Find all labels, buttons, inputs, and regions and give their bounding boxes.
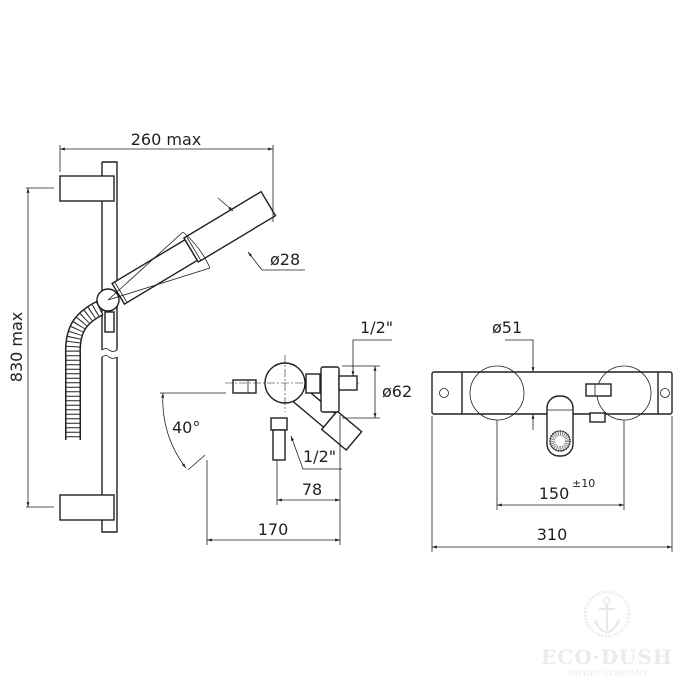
- anchor-icon: [583, 590, 631, 638]
- fixing-hole-right: [660, 388, 670, 398]
- wall-bracket-bottom: [59, 494, 115, 521]
- rail-lower: [101, 357, 118, 533]
- outlet-nut: [270, 417, 288, 431]
- diameter-62-label: ø62: [382, 382, 412, 401]
- knob-diameter-51-label: ø51: [492, 318, 522, 337]
- watermark-tagline: IMPORT COMPANY: [567, 669, 648, 678]
- angle-40-label: 40°: [172, 418, 200, 437]
- lever-stub: [232, 379, 257, 394]
- depth-78-label: 78: [302, 480, 322, 499]
- inlet-thread-label: 1/2": [360, 318, 393, 337]
- wall-flange: [320, 366, 340, 413]
- watermark-brand: ECO·DUSH: [541, 645, 673, 669]
- mixer-front-view: ø51 150 ±10 310: [431, 318, 673, 552]
- fixing-hole-left: [439, 388, 449, 398]
- slider-clip: [104, 311, 115, 333]
- diameter-28-label: ø28: [270, 250, 300, 269]
- union-nut: [305, 373, 321, 394]
- width-260-label: 260 max: [131, 130, 201, 149]
- width-310-label: 310: [537, 525, 568, 544]
- diverter-lever: [585, 383, 612, 397]
- flexible-hose: [66, 302, 104, 440]
- outlet-tail: [272, 429, 286, 461]
- inlet-pipe: [338, 375, 358, 391]
- tilt-arc: [107, 231, 211, 301]
- spacing-150-label: 150: [539, 484, 570, 503]
- depth-170-label: 170: [258, 520, 289, 539]
- hand-shower: [111, 190, 277, 306]
- outlet-thread-label: 1/2": [303, 447, 336, 466]
- wall-bracket-top: [59, 175, 115, 202]
- shower-rail-view: 260 max 830 max ø28: [7, 130, 305, 533]
- height-830-label: 830 max: [7, 312, 26, 382]
- spacing-tolerance-label: ±10: [572, 477, 595, 490]
- diverter-tab: [589, 412, 606, 423]
- mixer-side-view: ø62 1/2" 1/2" 40° 78 170: [160, 318, 412, 545]
- watermark: ECO·DUSH IMPORT COMPANY: [541, 590, 673, 678]
